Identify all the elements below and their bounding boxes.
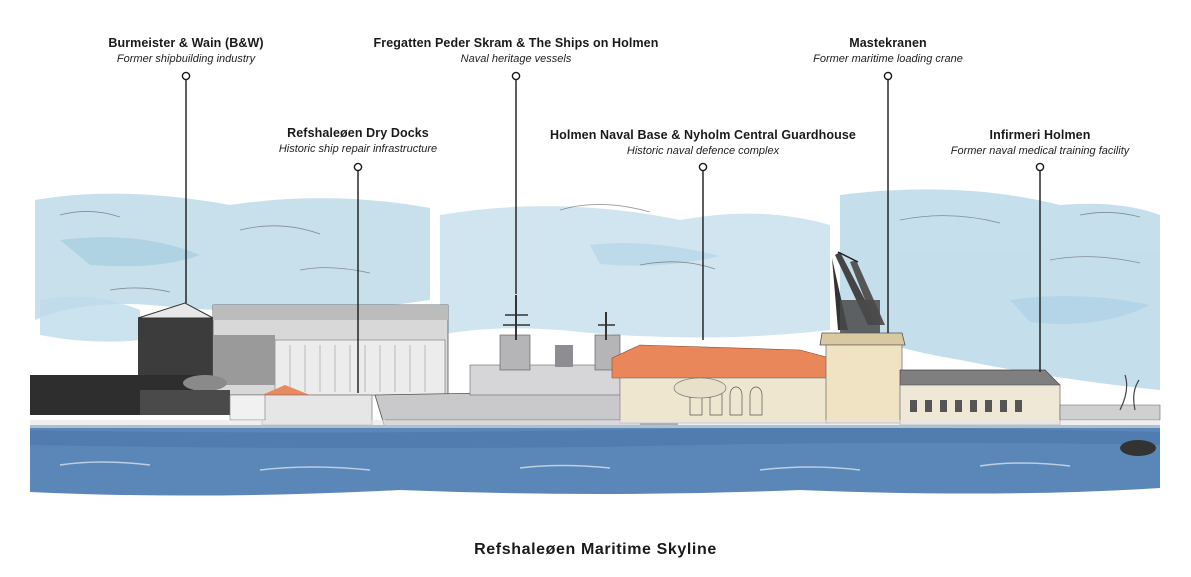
holmen-naval-base — [611, 344, 831, 424]
label-description: Former maritime loading crane — [813, 53, 963, 65]
cloud-strokes — [59, 204, 1141, 293]
label-fregatten-peder-skram: Fregatten Peder Skram & The Ships on Hol… — [374, 36, 659, 65]
label-description: Historic ship repair infrastructure — [278, 143, 438, 155]
label-description: Historic naval defence complex — [626, 145, 780, 157]
label-holmen-naval-base: Holmen Naval Base & Nyholm Central Guard… — [550, 128, 856, 157]
label-description: Former naval medical training facility — [950, 145, 1130, 157]
label-name: Holmen Naval Base & Nyholm Central Guard… — [550, 128, 856, 142]
label-name: Infirmeri Holmen — [989, 128, 1091, 142]
leader-lines — [181, 71, 1045, 393]
label-name: Fregatten Peder Skram & The Ships on Hol… — [373, 36, 659, 50]
label-description: Naval heritage vessels — [460, 53, 572, 65]
label-refshaleoen-dry-docks: Refshaleøen Dry Docks Historic ship repa… — [279, 126, 437, 155]
label-burmeister-wain: Burmeister & Wain (B&W) Former shipbuild… — [108, 36, 263, 65]
bw-shipyard-hall — [30, 302, 449, 415]
label-mastekranen: Mastekranen Former maritime loading cran… — [813, 36, 963, 65]
label-description: Former shipbuilding industry — [116, 53, 256, 65]
sky-wash — [35, 189, 1160, 390]
label-name: Mastekranen — [849, 36, 927, 50]
infirmeri-holmen — [899, 369, 1161, 426]
label-name: Refshaleøen Dry Docks — [287, 126, 429, 140]
mastekranen-crane — [819, 251, 906, 424]
harbour-water — [30, 420, 1160, 496]
label-infirmeri-holmen: Infirmeri Holmen Former naval medical tr… — [951, 128, 1130, 157]
label-name: Burmeister & Wain (B&W) — [108, 36, 264, 50]
diagram-caption: Refshaleøen Maritime Skyline — [474, 541, 717, 558]
